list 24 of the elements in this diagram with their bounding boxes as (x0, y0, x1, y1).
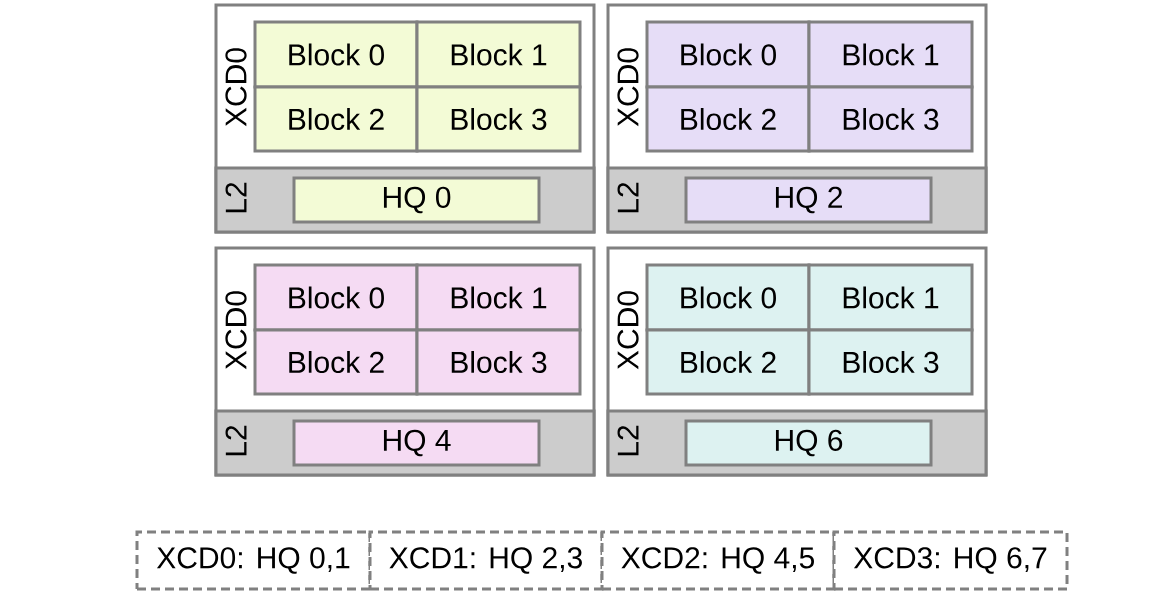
block-cell: Block 2 (645, 328, 811, 396)
block-cell: Block 1 (415, 20, 582, 89)
block-cell: Block 3 (415, 85, 582, 153)
block-cell: Block 0 (645, 263, 811, 332)
queue-box: HQ 4 (292, 419, 541, 467)
mapping-cell: XCD1: HQ 2,3 (368, 530, 604, 591)
mapping-cell: XCD2: HQ 4,5 (600, 530, 836, 591)
queue-box: HQ 6 (684, 419, 933, 467)
block-cell: Block 0 (645, 20, 811, 89)
block-cell: Block 2 (253, 85, 419, 153)
block-cell: Block 1 (807, 20, 974, 89)
block-cell: Block 3 (415, 328, 582, 396)
mapping-cell: XCD3: HQ 6,7 (832, 530, 1069, 591)
block-cell: Block 1 (415, 263, 582, 332)
block-cell: Block 2 (645, 85, 811, 153)
block-cell: Block 0 (253, 263, 419, 332)
queue-box: HQ 2 (684, 176, 933, 224)
block-cell: Block 3 (807, 85, 974, 153)
mapping-cell: XCD0: HQ 0,1 (135, 530, 372, 591)
block-cell: Block 3 (807, 328, 974, 396)
block-cell: Block 1 (807, 263, 974, 332)
block-cell: Block 0 (253, 20, 419, 89)
queue-box: HQ 0 (292, 176, 541, 224)
block-cell: Block 2 (253, 328, 419, 396)
